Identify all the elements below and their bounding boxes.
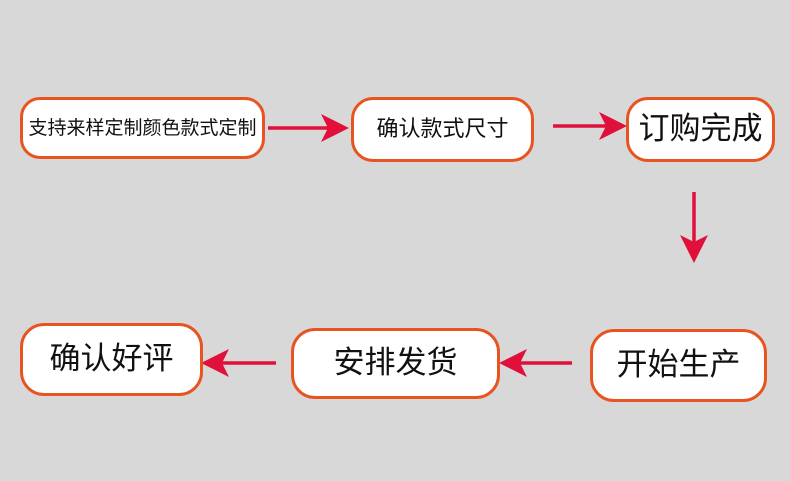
step-order-complete-label: 订购完成	[638, 111, 763, 147]
step-arrange-shipping: 安排发货	[291, 328, 500, 399]
step-custom-sample-label: 支持来样定制颜色款式定制	[28, 116, 257, 139]
step-confirm-size-label: 确认款式尺寸	[376, 116, 509, 142]
step-confirm-review: 确认好评	[20, 323, 203, 396]
step-custom-sample: 支持来样定制颜色款式定制	[20, 97, 265, 159]
step-confirm-review-label: 确认好评	[49, 341, 174, 377]
step-start-production-label: 开始生产	[616, 347, 741, 383]
step-confirm-size: 确认款式尺寸	[351, 97, 534, 162]
step-arrange-shipping-label: 安排发货	[333, 345, 458, 381]
step-start-production: 开始生产	[590, 329, 767, 402]
step-order-complete: 订购完成	[626, 97, 775, 162]
